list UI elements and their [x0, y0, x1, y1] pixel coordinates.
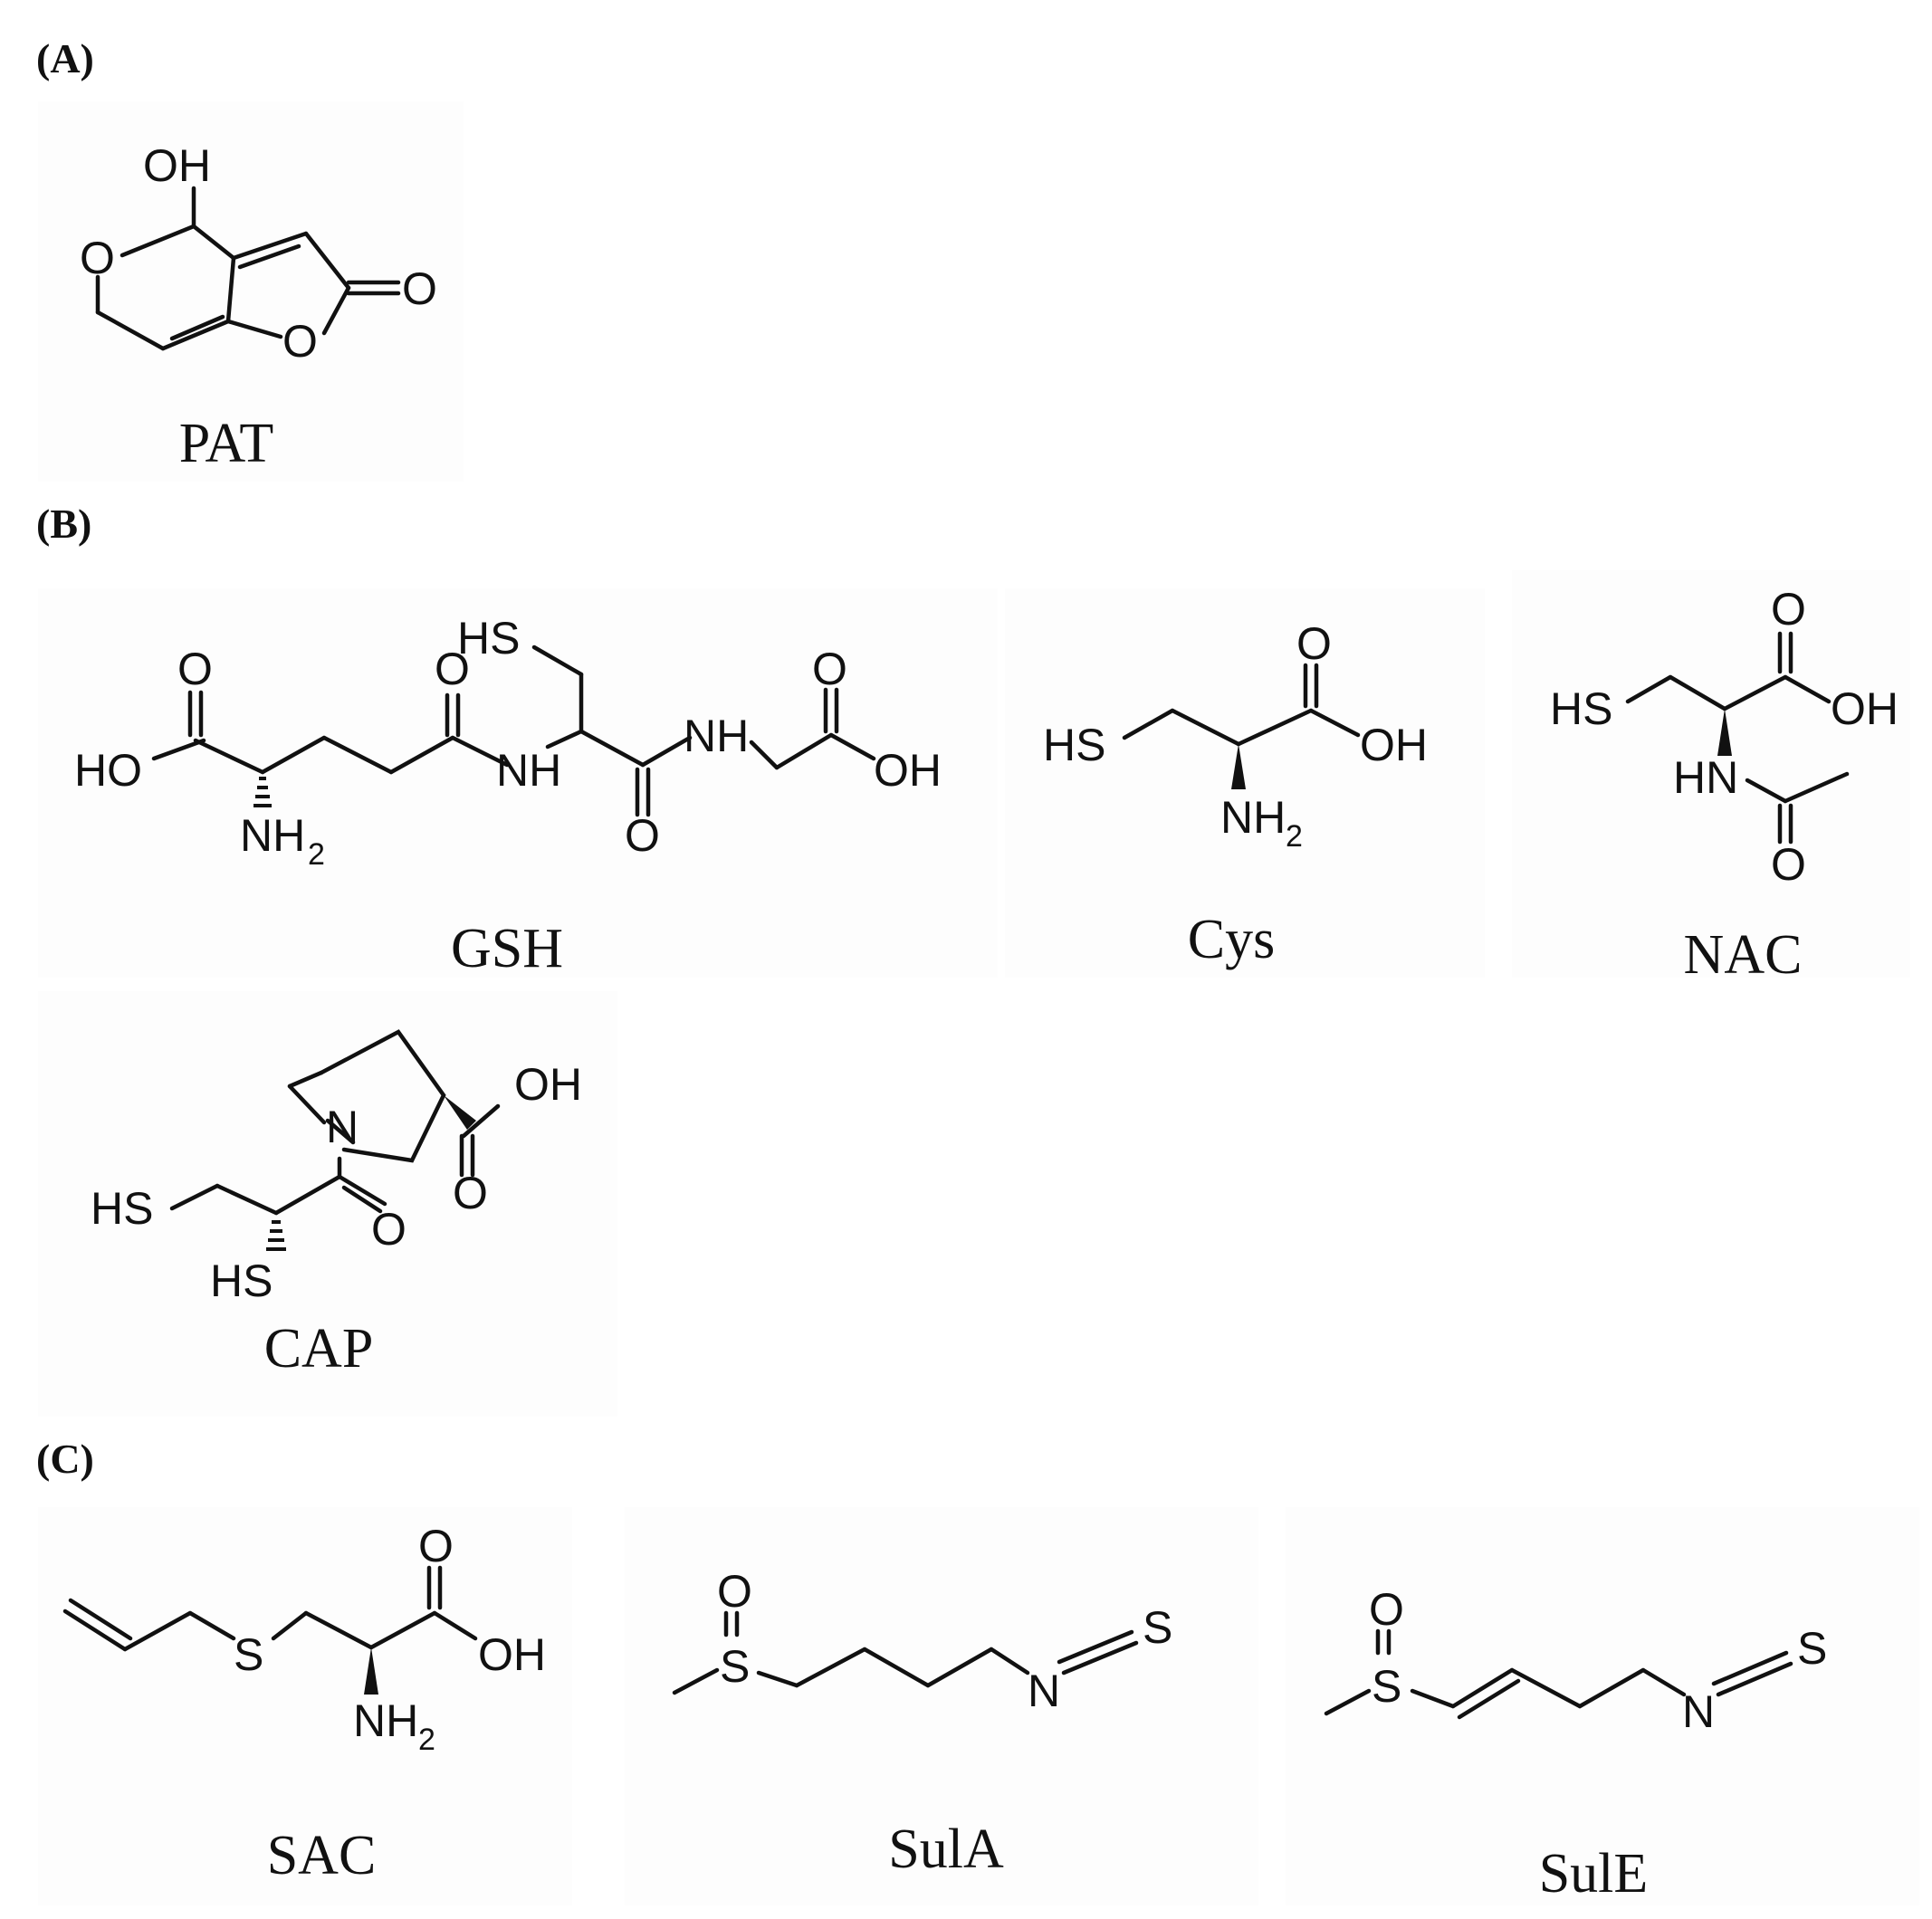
- gsh-atom-oh: OH: [874, 745, 942, 796]
- gsh-atom-o2: O: [435, 644, 470, 694]
- nac-atom-hs: HS: [1550, 683, 1612, 734]
- cys-atom-o: O: [1296, 618, 1332, 669]
- molecule-name-gsh: GSH: [450, 918, 564, 979]
- sule-atom-s: S: [1372, 1661, 1401, 1712]
- pat-atom-oh: OH: [143, 140, 211, 191]
- sule-atom-o: O: [1369, 1584, 1404, 1635]
- sac-atom-nh: NH: [353, 1695, 418, 1746]
- sule-atom-s2: S: [1797, 1623, 1827, 1674]
- gsh-atom-nh2-sub: 2: [308, 837, 325, 872]
- sula-atom-s2: S: [1143, 1602, 1172, 1653]
- nac-atom-o2: O: [1771, 839, 1806, 890]
- cap-atom-oh: OH: [514, 1059, 582, 1110]
- panel-sula: [625, 1507, 1258, 1905]
- nac-atom-hn: HN: [1673, 752, 1738, 803]
- gsh-atom-o4: O: [625, 810, 660, 861]
- panel-cap: [38, 991, 617, 1417]
- pat-atom-o-ring: O: [80, 233, 115, 283]
- sula-bonds: [672, 1610, 1139, 1695]
- molecule-name-nac: NAC: [1683, 924, 1803, 986]
- molecule-name-pat: PAT: [178, 413, 274, 474]
- gsh-hash-wedge: [253, 777, 272, 807]
- cys-atom-nh-sub: 2: [1286, 819, 1303, 854]
- cys-atom-oh: OH: [1360, 720, 1428, 770]
- molecule-name-sac: SAC: [266, 1825, 377, 1886]
- pat-bonds: [95, 186, 401, 351]
- cys-atom-nh: NH: [1220, 792, 1286, 843]
- gsh-atom-nh2-amine: NH: [240, 810, 305, 861]
- gsh-atom-o1: O: [177, 644, 213, 694]
- nac-atom-o1: O: [1771, 584, 1806, 635]
- cap-atom-hs1: HS: [91, 1183, 153, 1234]
- sule-bonds: [1324, 1628, 1793, 1720]
- sula-atom-n: N: [1028, 1666, 1060, 1716]
- panel-gsh: [38, 588, 998, 978]
- gsh-atom-ho: HO: [74, 745, 142, 796]
- sac-bonds: [62, 1565, 478, 1652]
- sula-atom-o: O: [717, 1566, 752, 1617]
- cys-wedge: [1231, 744, 1246, 789]
- gsh-atom-nh1: NH: [496, 745, 561, 796]
- panel-cys: [1005, 588, 1485, 978]
- cap-hash-wedge: [266, 1220, 286, 1251]
- gsh-atom-o3: O: [812, 644, 847, 694]
- nac-atom-oh: OH: [1831, 683, 1899, 734]
- panel-sule: [1286, 1507, 1919, 1905]
- pat-atom-o-lactone: O: [282, 316, 318, 367]
- gsh-atom-hs: HS: [457, 613, 520, 664]
- gsh-atom-nh2: NH: [684, 711, 749, 761]
- nac-wedge: [1717, 709, 1732, 756]
- nac-bonds: [1625, 631, 1850, 845]
- sule-atom-n: N: [1682, 1686, 1715, 1737]
- cap-atom-o2: O: [371, 1204, 406, 1255]
- sula-atom-s: S: [720, 1641, 750, 1692]
- pat-atom-o-keto: O: [402, 263, 437, 314]
- cys-atom-hs: HS: [1043, 720, 1105, 770]
- molecule-name-cap: CAP: [263, 1318, 374, 1380]
- panel-sac: [38, 1507, 572, 1905]
- cap-atom-o1: O: [453, 1168, 488, 1218]
- cap-wedge: [444, 1095, 476, 1130]
- molecule-name-sule: SulE: [1538, 1843, 1649, 1905]
- sac-atom-nh-sub: 2: [418, 1723, 435, 1757]
- section-label-a: (A): [36, 35, 94, 81]
- sac-atom-oh: OH: [478, 1629, 546, 1680]
- sac-wedge: [364, 1647, 378, 1695]
- section-label-c: (C): [36, 1436, 94, 1482]
- molecule-name-cys: Cys: [1187, 909, 1276, 970]
- cap-atom-hs2: HS: [210, 1255, 273, 1306]
- cap-atom-n: N: [326, 1102, 359, 1152]
- molecule-name-sula: SulA: [888, 1819, 1004, 1880]
- section-label-b: (B): [36, 501, 92, 547]
- gsh-bonds: [151, 644, 876, 817]
- sac-atom-o: O: [418, 1521, 454, 1571]
- sac-atom-s: S: [234, 1629, 263, 1680]
- cys-bonds: [1122, 663, 1361, 747]
